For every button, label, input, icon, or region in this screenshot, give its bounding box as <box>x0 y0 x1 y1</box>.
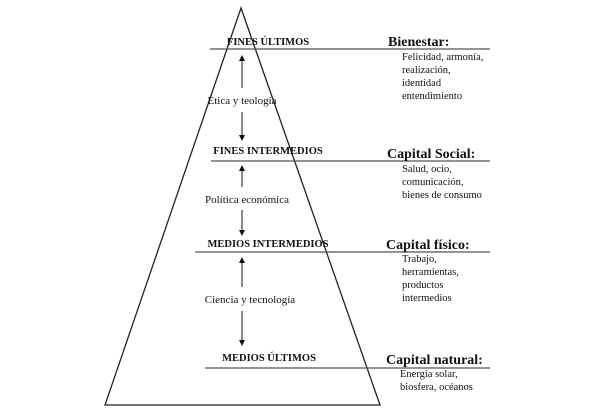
capital-item: productos <box>402 280 443 291</box>
capital-heading: Bienestar: <box>388 35 449 50</box>
capital-item: realización, <box>402 65 451 76</box>
link-label: Política económica <box>205 194 289 206</box>
capital-item: herramientas, <box>402 267 459 278</box>
level-label: FINES INTERMEDIOS <box>213 146 323 157</box>
capital-heading: Capital natural: <box>386 353 483 368</box>
capital-item: bienes de consumo <box>402 190 482 201</box>
level-label: MEDIOS ÚLTIMOS <box>222 352 316 364</box>
capital-item: biosfera, océanos <box>400 382 473 393</box>
capital-item: Trabajo, <box>402 254 437 265</box>
capital-heading: Capital físico: <box>386 238 470 253</box>
link-label: Ciencia y tecnología <box>205 294 296 306</box>
capital-item: Felicidad, armonía, <box>402 52 483 63</box>
capital-heading: Capital Social: <box>387 147 475 162</box>
capital-item: comunicación, <box>402 177 464 188</box>
capital-item: identidad <box>402 78 442 89</box>
pyramid-outline <box>104 6 381 406</box>
level-label: FINES ÚLTIMOS <box>227 36 309 48</box>
capital-item: entendimiento <box>402 91 462 102</box>
capital-item: intermedios <box>402 293 452 304</box>
level-label: MEDIOS INTERMEDIOS <box>207 239 328 250</box>
link-label: Ética y teología <box>207 95 276 107</box>
capital-item: Salud, ocio, <box>402 164 452 175</box>
capital-item: Energía solar, <box>400 369 458 380</box>
